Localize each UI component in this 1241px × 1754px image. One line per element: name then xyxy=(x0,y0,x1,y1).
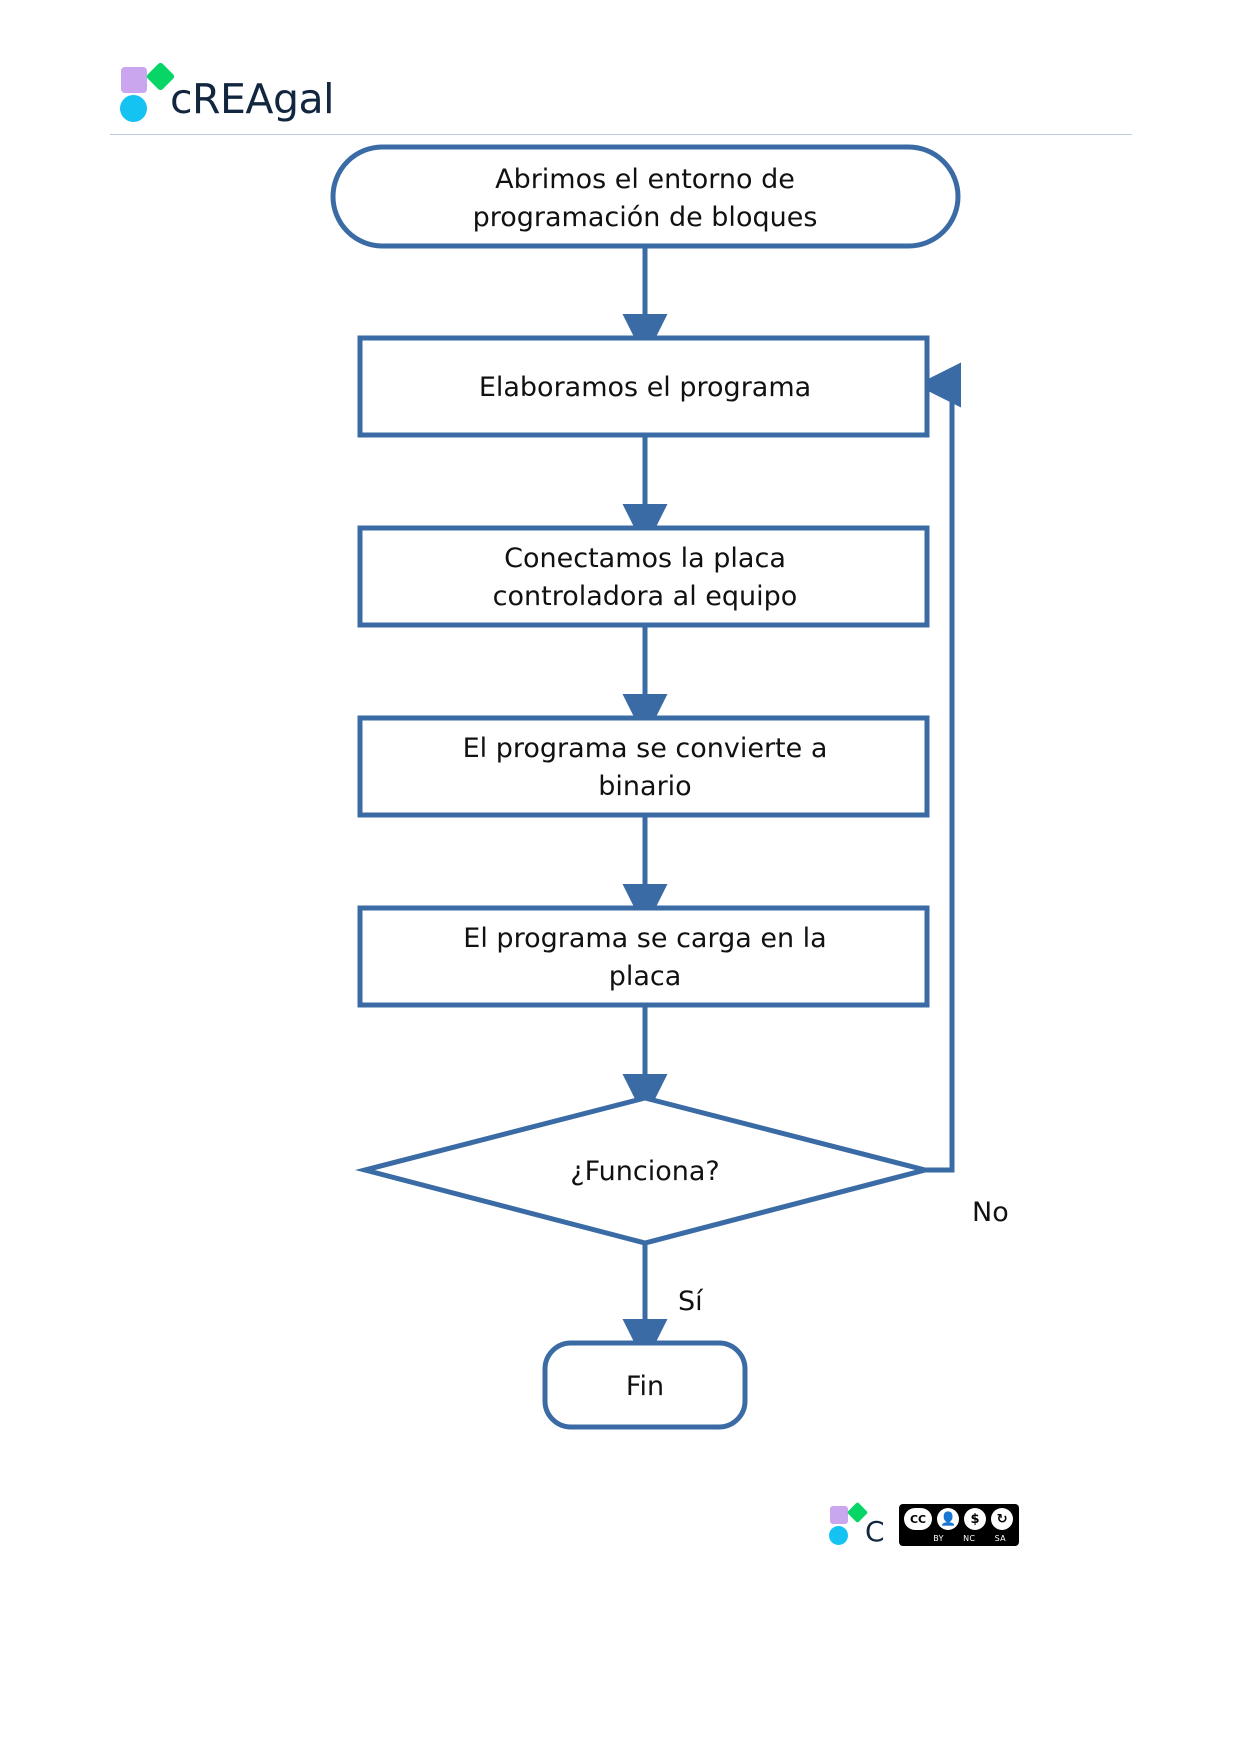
cc-label-sa: SA xyxy=(994,1533,1006,1543)
cc-icon-row: CC 👤 $ ↻ xyxy=(899,1506,1019,1532)
edge-label-no: No xyxy=(972,1197,1009,1228)
page-header: cREAgal xyxy=(0,0,1241,140)
creative-commons-license-badge[interactable]: CC 👤 $ ↻ BY NC SA xyxy=(898,1504,1019,1546)
logo-shapes-group xyxy=(118,61,176,122)
conectar-label-line1: Conectamos la placa xyxy=(504,543,786,574)
cc-by-person-icon: 👤 xyxy=(937,1508,960,1530)
header-divider xyxy=(110,134,1132,135)
cc-logo-icon: CC xyxy=(904,1508,933,1530)
binario-shape xyxy=(357,715,930,818)
cc-sa-share-icon: ↻ xyxy=(991,1508,1014,1530)
logo-wordmark: cREAgal xyxy=(170,75,335,123)
cyan-circle-icon xyxy=(120,95,147,122)
node-elaborar: Elaboramos el programa xyxy=(357,335,930,438)
edge-label-si: Sí xyxy=(678,1286,704,1317)
fin-label: Fin xyxy=(626,1371,664,1402)
decision-shape xyxy=(355,1095,935,1246)
fin-shape xyxy=(542,1340,748,1430)
flowchart-svg: Abrimos el entorno de programación de bl… xyxy=(330,144,1009,1430)
start-shape xyxy=(330,144,961,249)
cc-label-row: BY NC SA xyxy=(899,1532,1019,1544)
node-conectar: Conectamos la placa controladora al equi… xyxy=(357,525,930,628)
footer-logo-letter: C xyxy=(865,1515,885,1548)
node-cargar: El programa se carga en la placa xyxy=(357,905,930,1008)
footer-logo-shapes xyxy=(828,1501,869,1546)
footer-purple-square-icon xyxy=(830,1506,848,1524)
node-fin: Fin xyxy=(542,1340,748,1430)
node-start: Abrimos el entorno de programación de bl… xyxy=(330,144,961,249)
footer-cyan-circle-icon xyxy=(829,1526,848,1545)
elaborar-label: Elaboramos el programa xyxy=(479,372,811,403)
cc-nc-money-icon: $ xyxy=(964,1508,987,1530)
cargar-label-line2: placa xyxy=(609,961,682,992)
conectar-label-line2: controladora al equipo xyxy=(493,581,798,612)
conectar-shape xyxy=(357,525,930,628)
node-binario: El programa se convierte a binario xyxy=(357,715,930,818)
node-decision: ¿Funciona? xyxy=(355,1095,935,1246)
cargar-label-line1: El programa se carga en la xyxy=(463,923,826,954)
decision-label: ¿Funciona? xyxy=(570,1156,719,1187)
page-footer: C CC 👤 $ ↻ BY NC SA xyxy=(828,1496,1019,1554)
elaborar-shape xyxy=(357,335,930,438)
purple-square-icon xyxy=(121,67,147,93)
flowchart-container: Abrimos el entorno de programación de bl… xyxy=(0,130,1241,1460)
binario-label-line2: binario xyxy=(598,771,691,802)
start-label-line2: programación de bloques xyxy=(473,202,818,233)
creagal-logo: cREAgal xyxy=(118,60,340,122)
cargar-shape xyxy=(357,905,930,1008)
edge-decision-no-loop xyxy=(915,362,961,1173)
cc-label-by: BY xyxy=(933,1533,944,1543)
start-label-line1: Abrimos el entorno de xyxy=(495,164,795,195)
binario-label-line1: El programa se convierte a xyxy=(463,733,828,764)
cc-label-nc: NC xyxy=(963,1533,976,1543)
